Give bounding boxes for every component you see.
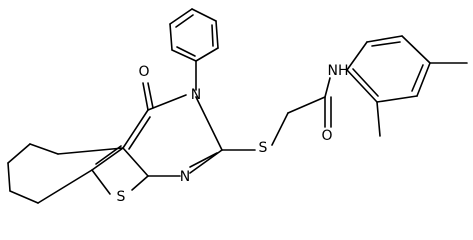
atom-oxygen-amide: O <box>321 128 332 144</box>
phenyl-ring <box>169 8 219 91</box>
atom-amide-nh: NH <box>328 63 349 79</box>
atom-sulfur-thiophene: S <box>117 189 126 205</box>
structure-diagram: O N N S S O NH <box>7 8 468 205</box>
svg-text:N: N <box>180 169 190 185</box>
atom-nitrogen-n3: N <box>191 87 201 103</box>
acetamide-linker <box>221 77 332 151</box>
svg-text:O: O <box>321 128 332 144</box>
thiophene-ring <box>91 145 149 195</box>
svg-text:O: O <box>138 64 149 80</box>
svg-text:S: S <box>259 140 268 156</box>
svg-text:NH: NH <box>328 63 349 79</box>
atom-sulfur-thioether: S <box>259 140 268 156</box>
dimethylphenyl-ring <box>346 35 468 137</box>
atom-nitrogen-n1: N <box>180 169 190 185</box>
svg-text:S: S <box>117 189 126 205</box>
molecule-drawing: O N N S S O NH <box>7 8 468 205</box>
atom-oxygen-carbonyl: O <box>138 64 149 80</box>
svg-text:N: N <box>191 87 201 103</box>
cyclohexene-ring <box>7 143 124 204</box>
pyrimidinone-ring <box>122 82 223 177</box>
